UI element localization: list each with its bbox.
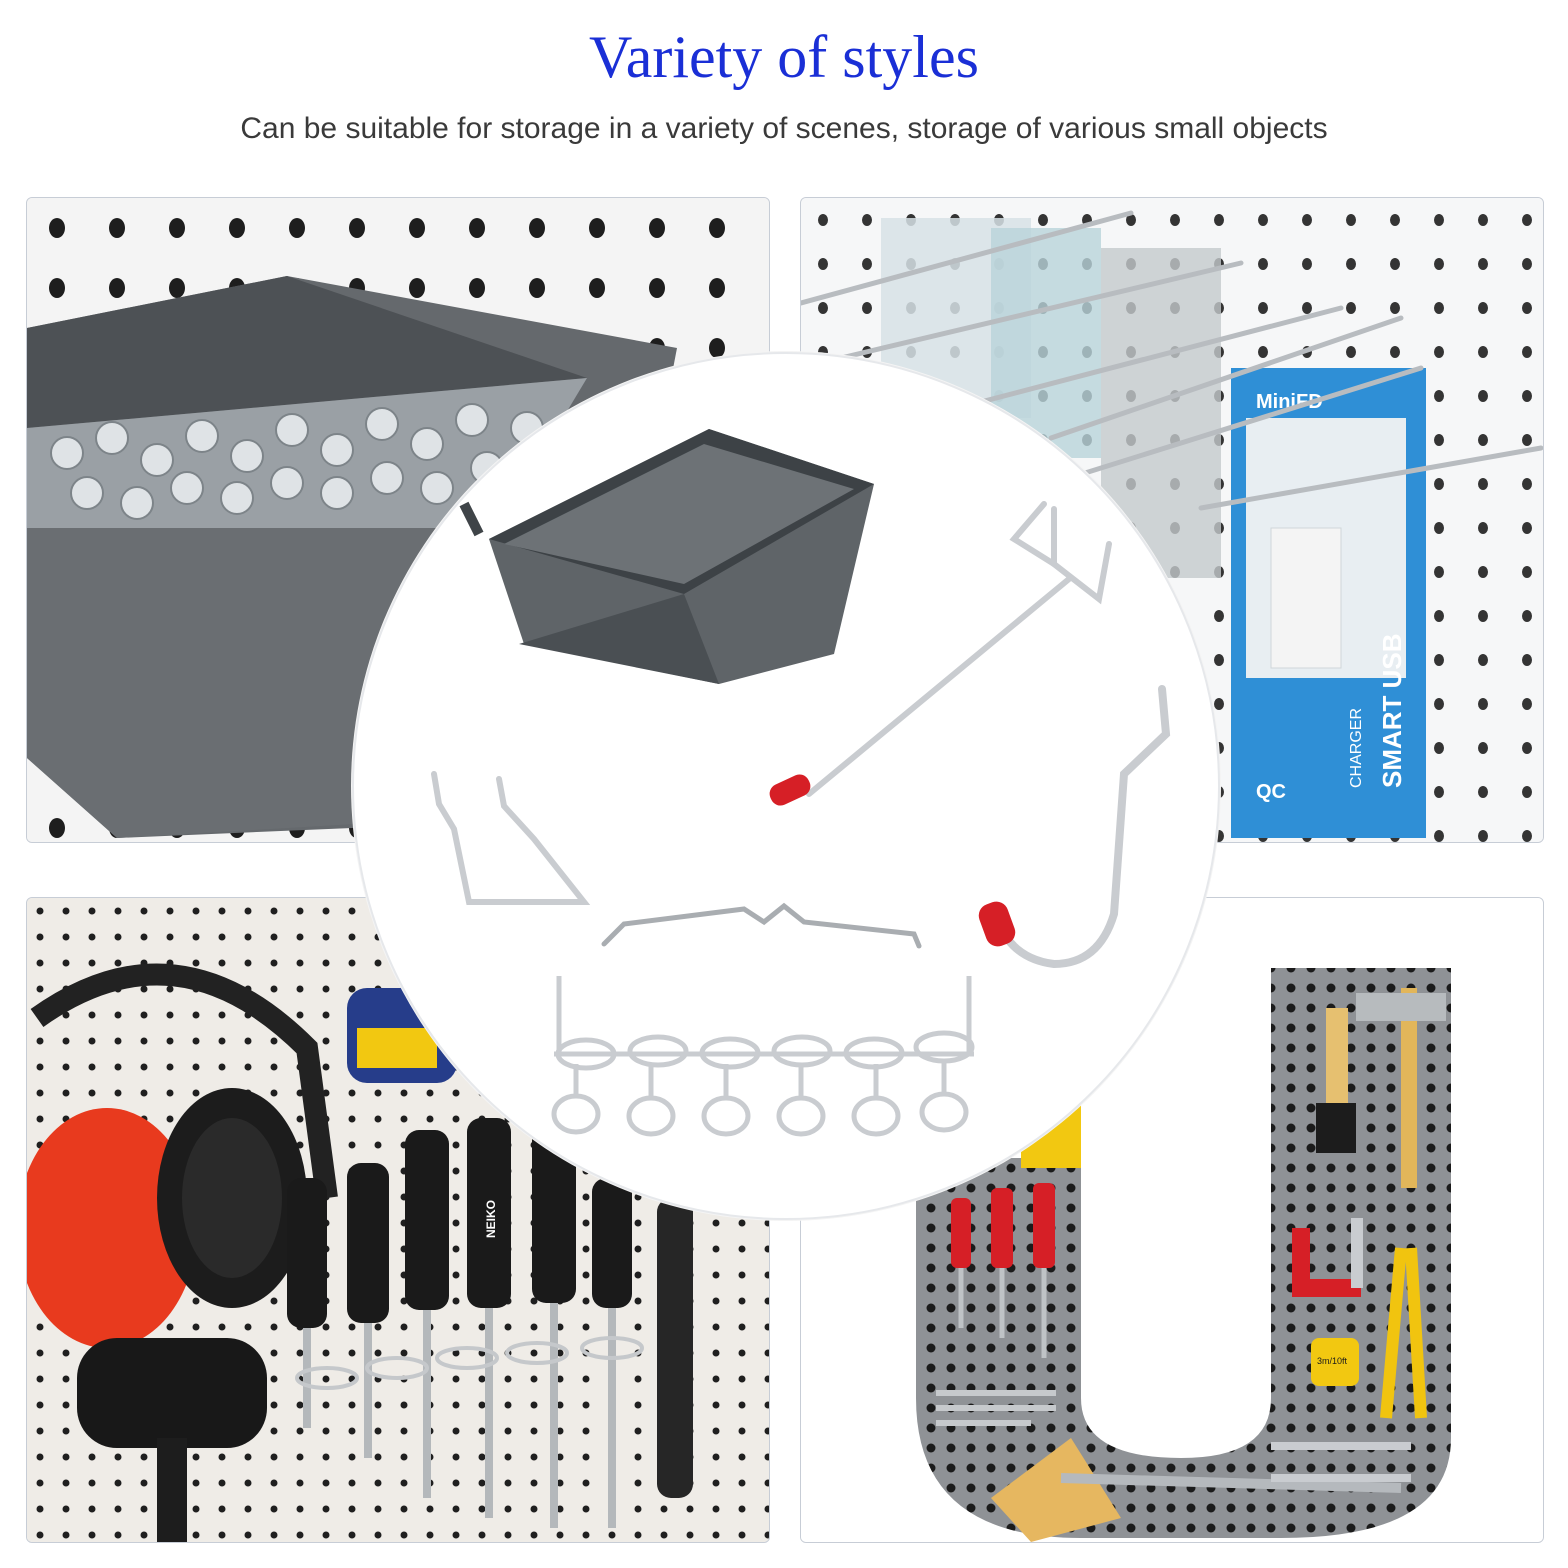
charger-badge-text: QC <box>1256 781 1286 803</box>
six-ring-tool-holder <box>551 976 975 1137</box>
charger-label-text: SMART USB <box>1377 633 1407 788</box>
product-showcase-circle <box>352 352 1220 1220</box>
j-hook-red-tip <box>978 901 1016 947</box>
peg-hook-red-tip <box>769 774 811 806</box>
storage-bin <box>459 398 874 684</box>
screwdriver-brand-text: NEIKO <box>484 1200 498 1238</box>
charger-package: MiniFD SMART USB CHARGER QC <box>1231 368 1426 838</box>
long-peg-hook <box>806 501 1112 797</box>
page-title: Variety of styles <box>589 24 979 90</box>
hammer <box>1401 988 1417 1188</box>
wave-hook <box>601 902 922 949</box>
tape-label-text: 3m/10ft <box>1317 1356 1348 1366</box>
double-prong-hook <box>431 771 591 905</box>
red-screwdrivers <box>951 1183 1055 1358</box>
charger-brand-text: MiniFD <box>1256 391 1323 413</box>
rubber-mallet <box>77 1338 267 1448</box>
page-subtitle: Can be suitable for storage in a variety… <box>240 112 1328 145</box>
earmuff-cup <box>27 1108 197 1348</box>
j-hook <box>995 685 1171 969</box>
screwdrivers: NEIKO <box>287 1118 693 1528</box>
charger-label-2-text: CHARGER <box>1348 708 1365 788</box>
